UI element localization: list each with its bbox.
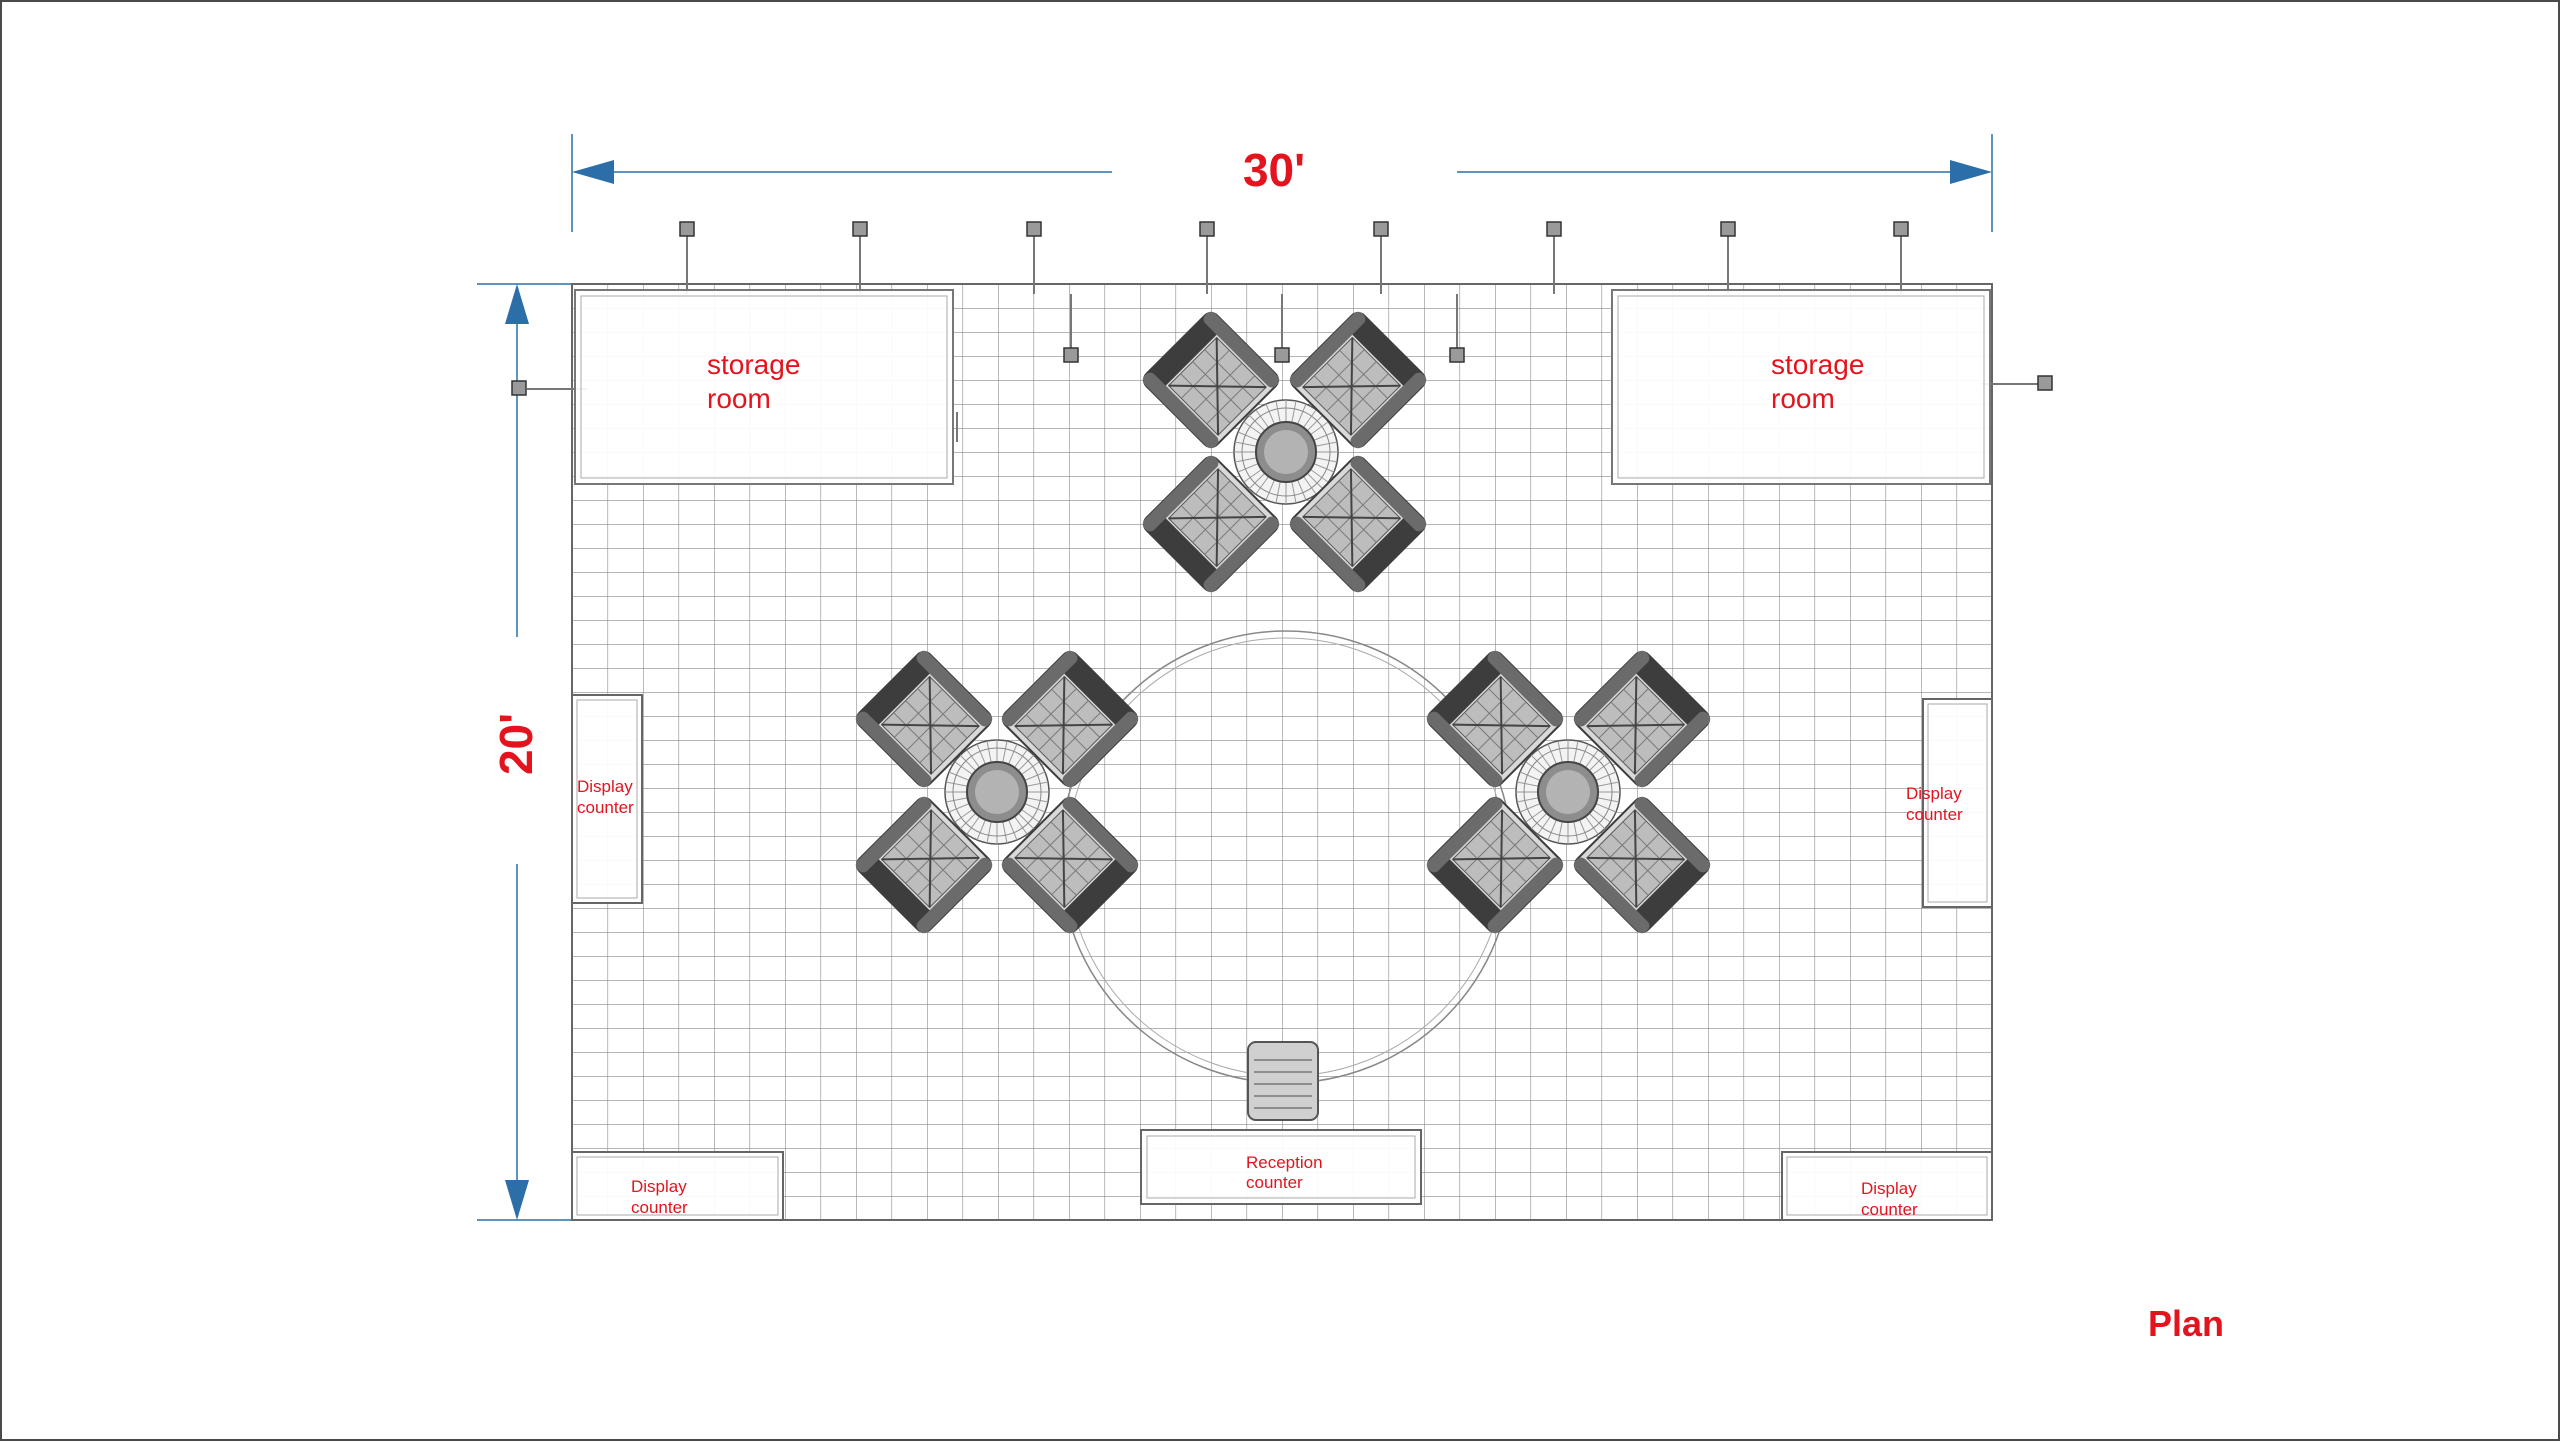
display-counter-bottom-right-label-line1: Display	[1861, 1179, 1917, 1198]
reception-counter	[1140, 1129, 1422, 1205]
depth-dimension-label: 20'	[490, 713, 542, 775]
display-counter-bottom-left	[571, 1151, 784, 1221]
storage-room-left-label-line1: storage	[707, 349, 800, 380]
display-counter-right	[1922, 698, 1993, 908]
storage-room-right	[1611, 289, 1991, 485]
display-counter-bottom-right	[1781, 1151, 1993, 1221]
display-counter-bottom-left-label-line2: counter	[631, 1198, 688, 1217]
display-counter-left-label-line1: Display	[577, 777, 633, 796]
storage-room-right-label-line1: storage	[1771, 349, 1864, 380]
width-dimension-label: 30'	[1243, 144, 1305, 196]
reception-counter-label-line1: Reception	[1246, 1153, 1323, 1172]
display-counter-left-label-line2: counter	[577, 798, 634, 817]
spotlight-rail	[511, 221, 2053, 396]
storage-room-right-label-line2: room	[1771, 383, 1835, 414]
depth-dimension	[477, 283, 572, 1221]
storage-room-left-label-line2: room	[707, 383, 771, 414]
reception-stool	[1247, 1041, 1319, 1121]
display-counter-left	[571, 694, 643, 904]
display-counter-bottom-left-label-line1: Display	[631, 1177, 687, 1196]
storage-room-left	[574, 289, 958, 485]
reception-counter-label-line2: counter	[1246, 1173, 1303, 1192]
display-counter-bottom-right-label-line2: counter	[1861, 1200, 1918, 1219]
view-title: Plan	[2148, 1303, 2224, 1344]
display-counter-right-label-line2: counter	[1906, 805, 1963, 824]
width-dimension	[571, 134, 1993, 232]
display-counter-right-label-line1: Display	[1906, 784, 1962, 803]
